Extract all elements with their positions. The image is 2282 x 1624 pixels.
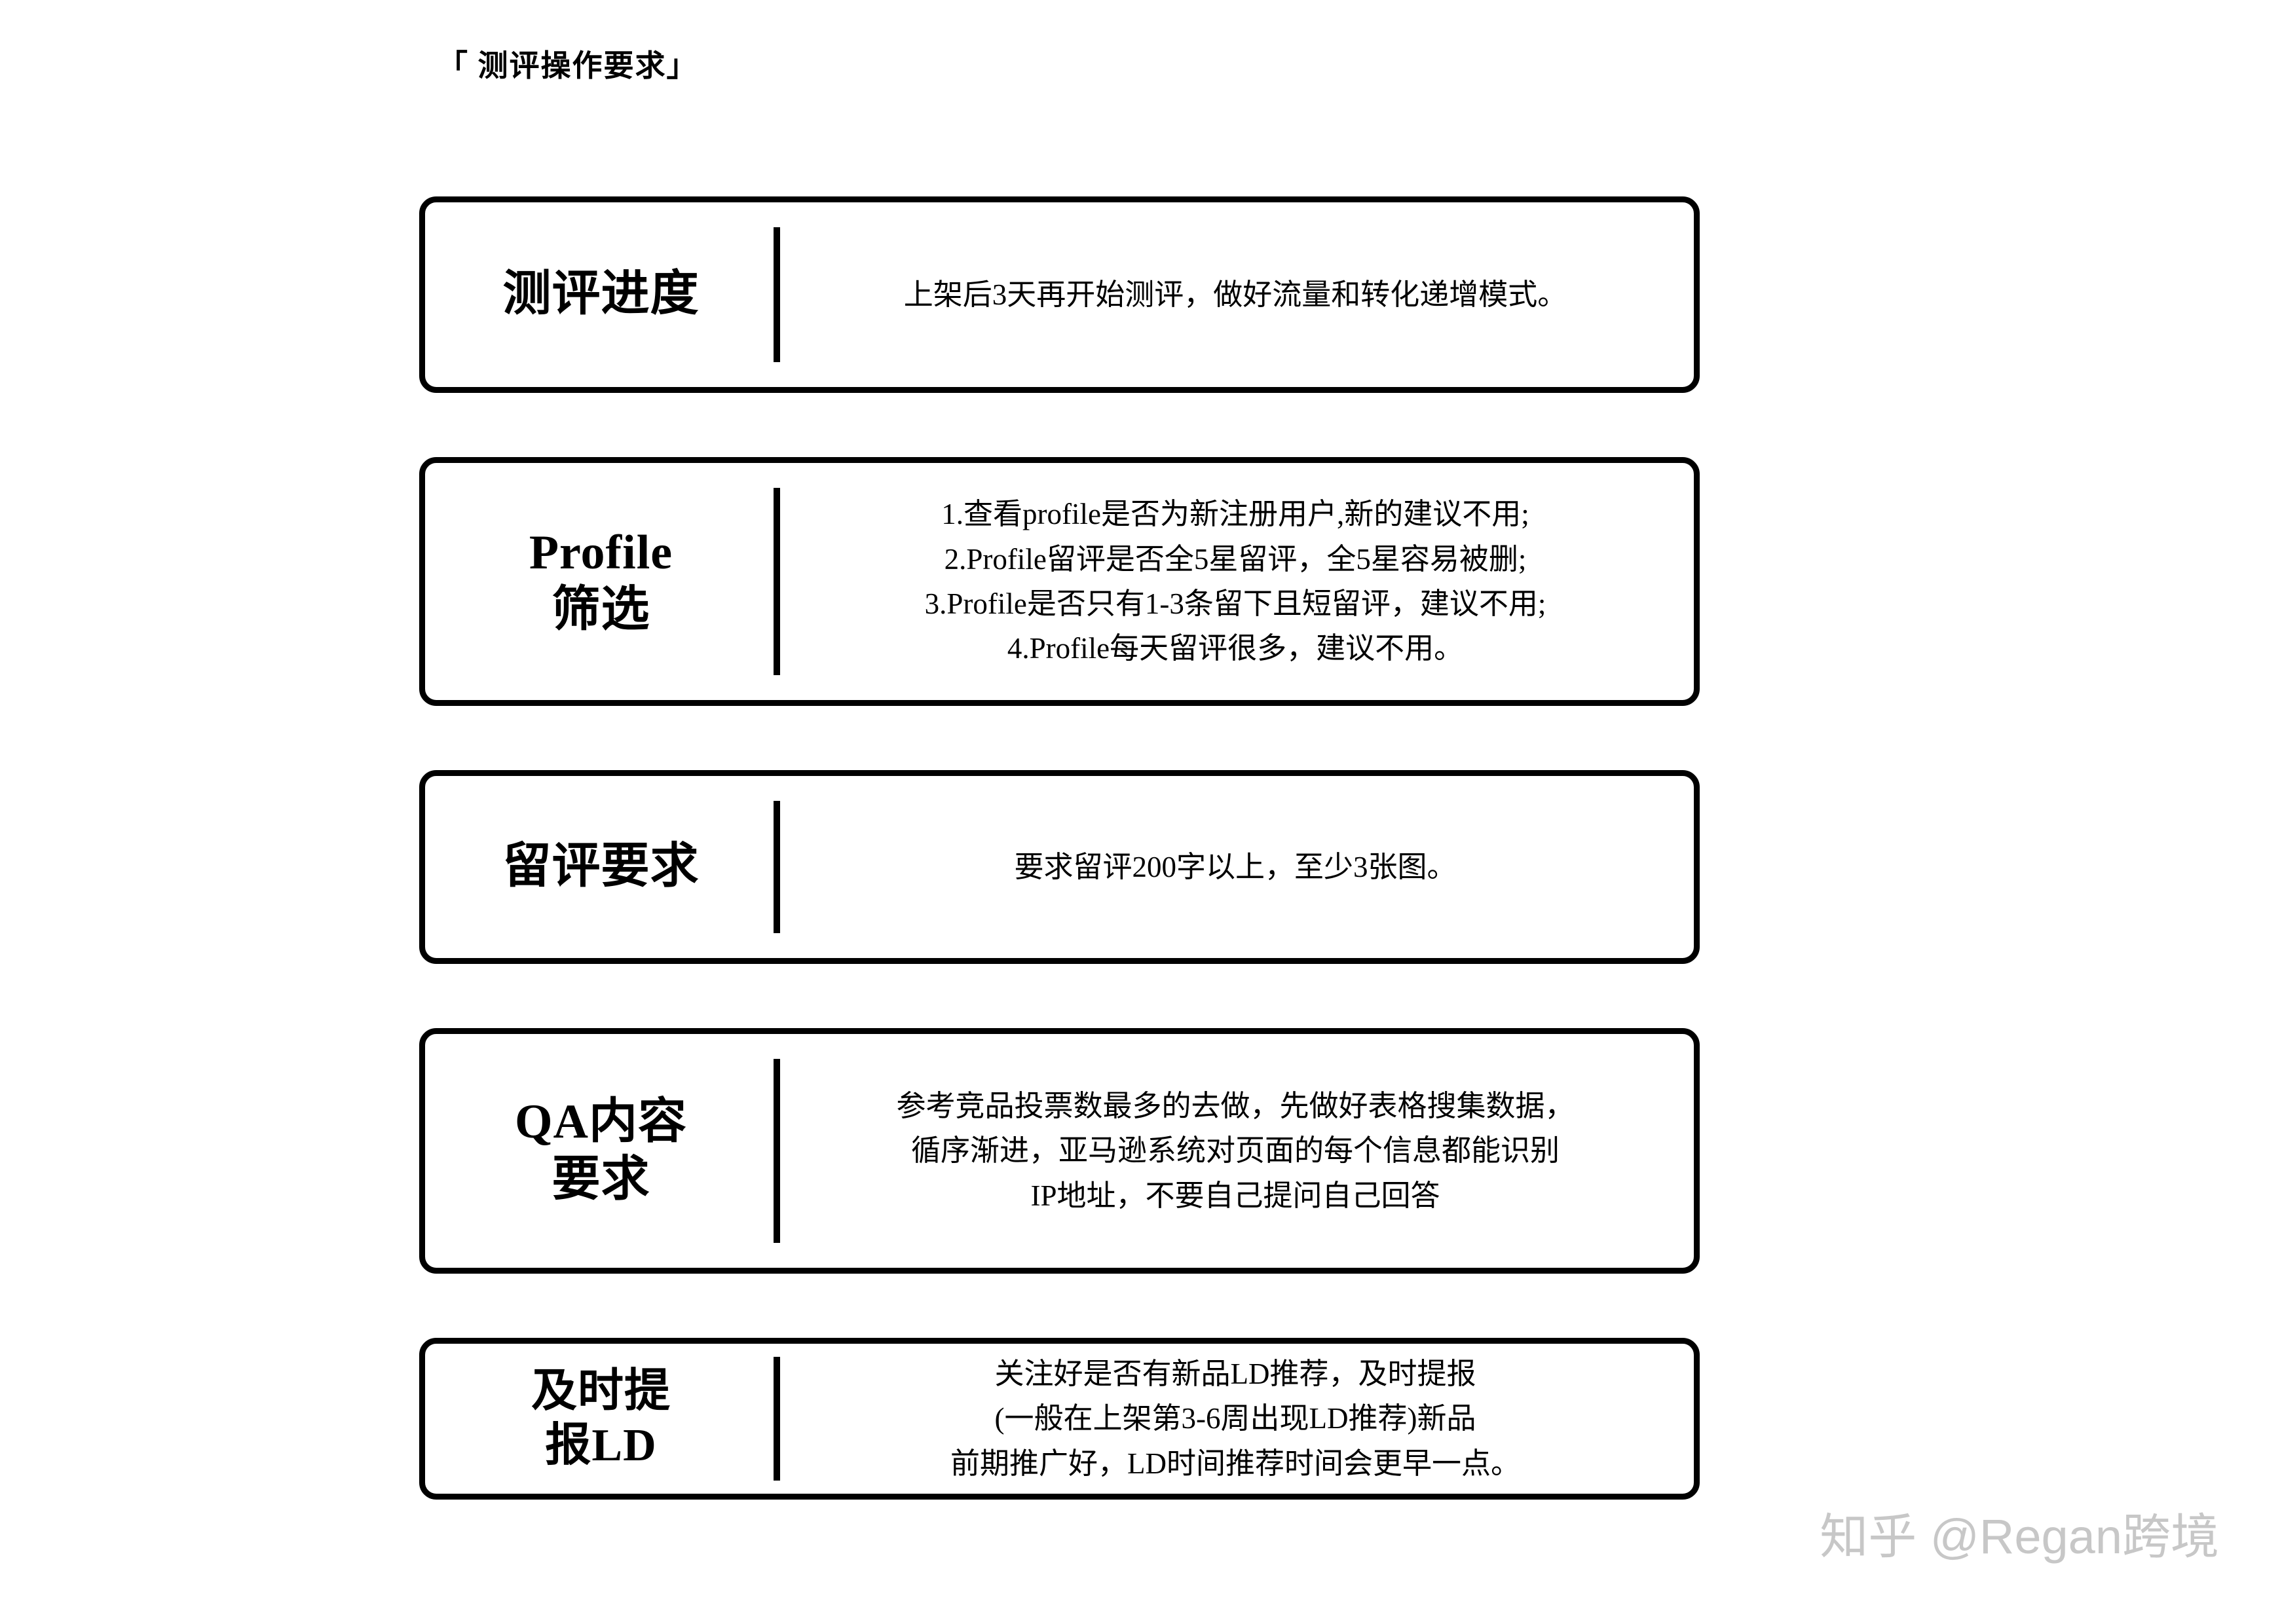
- card-body-cell: 参考竞品投票数最多的去做，先做好表格搜集数据， 循序渐进，亚马逊系统对页面的每个…: [777, 1034, 1694, 1268]
- card-body-cell: 关注好是否有新品LD推荐，及时提报 (一般在上架第3-6周出现LD推荐)新品 前…: [777, 1344, 1694, 1494]
- card-body-cell: 上架后3天再开始测评，做好流量和转化递增模式。: [777, 202, 1694, 387]
- card-label-text: 及时提 报LD: [531, 1365, 671, 1471]
- vertical-rule: [774, 1059, 780, 1243]
- card-label-cell: 留评要求: [425, 776, 777, 958]
- card-body-text: 要求留评200字以上，至少3张图。: [1014, 850, 1457, 883]
- card-label-text: Profile 筛选: [529, 525, 673, 637]
- card-timely-ld-submission: 及时提 报LD 关注好是否有新品LD推荐，及时提报 (一般在上架第3-6周出现L…: [419, 1338, 1700, 1500]
- card-test-progress: 测评进度 上架后3天再开始测评，做好流量和转化递增模式。: [419, 196, 1700, 393]
- page-title: 「 测评操作要求」: [438, 49, 698, 83]
- card-label-text: QA内容 要求: [515, 1095, 687, 1206]
- card-body-text: 1.查看profile是否为新注册用户,新的建议不用; 2.Profile留评是…: [924, 498, 1546, 665]
- card-body-text: 关注好是否有新品LD推荐，及时提报 (一般在上架第3-6周出现LD推荐)新品 前…: [950, 1357, 1520, 1480]
- vertical-rule: [774, 1357, 780, 1481]
- card-label-cell: Profile 筛选: [425, 463, 777, 700]
- card-review-requirements: 留评要求 要求留评200字以上，至少3张图。: [419, 770, 1700, 964]
- card-label-text: 测评进度: [502, 267, 700, 322]
- card-profile-screening: Profile 筛选 1.查看profile是否为新注册用户,新的建议不用; 2…: [419, 457, 1700, 706]
- card-qa-content-requirements: QA内容 要求 参考竞品投票数最多的去做，先做好表格搜集数据， 循序渐进，亚马逊…: [419, 1028, 1700, 1274]
- card-list: 测评进度 上架后3天再开始测评，做好流量和转化递增模式。 Profile 筛选 …: [419, 196, 1700, 1500]
- card-body-text: 参考竞品投票数最多的去做，先做好表格搜集数据， 循序渐进，亚马逊系统对页面的每个…: [896, 1089, 1575, 1212]
- vertical-rule: [774, 227, 780, 362]
- card-body-cell: 1.查看profile是否为新注册用户,新的建议不用; 2.Profile留评是…: [777, 463, 1694, 700]
- card-label-cell: 测评进度: [425, 202, 777, 387]
- vertical-rule: [774, 488, 780, 675]
- watermark: 知乎 @Regan跨境: [1820, 1509, 2219, 1564]
- card-body-cell: 要求留评200字以上，至少3张图。: [777, 776, 1694, 958]
- card-body-text: 上架后3天再开始测评，做好流量和转化递增模式。: [903, 278, 1567, 311]
- card-label-cell: 及时提 报LD: [425, 1344, 777, 1494]
- vertical-rule: [774, 801, 780, 933]
- card-label-text: 留评要求: [502, 840, 700, 894]
- card-label-cell: QA内容 要求: [425, 1034, 777, 1268]
